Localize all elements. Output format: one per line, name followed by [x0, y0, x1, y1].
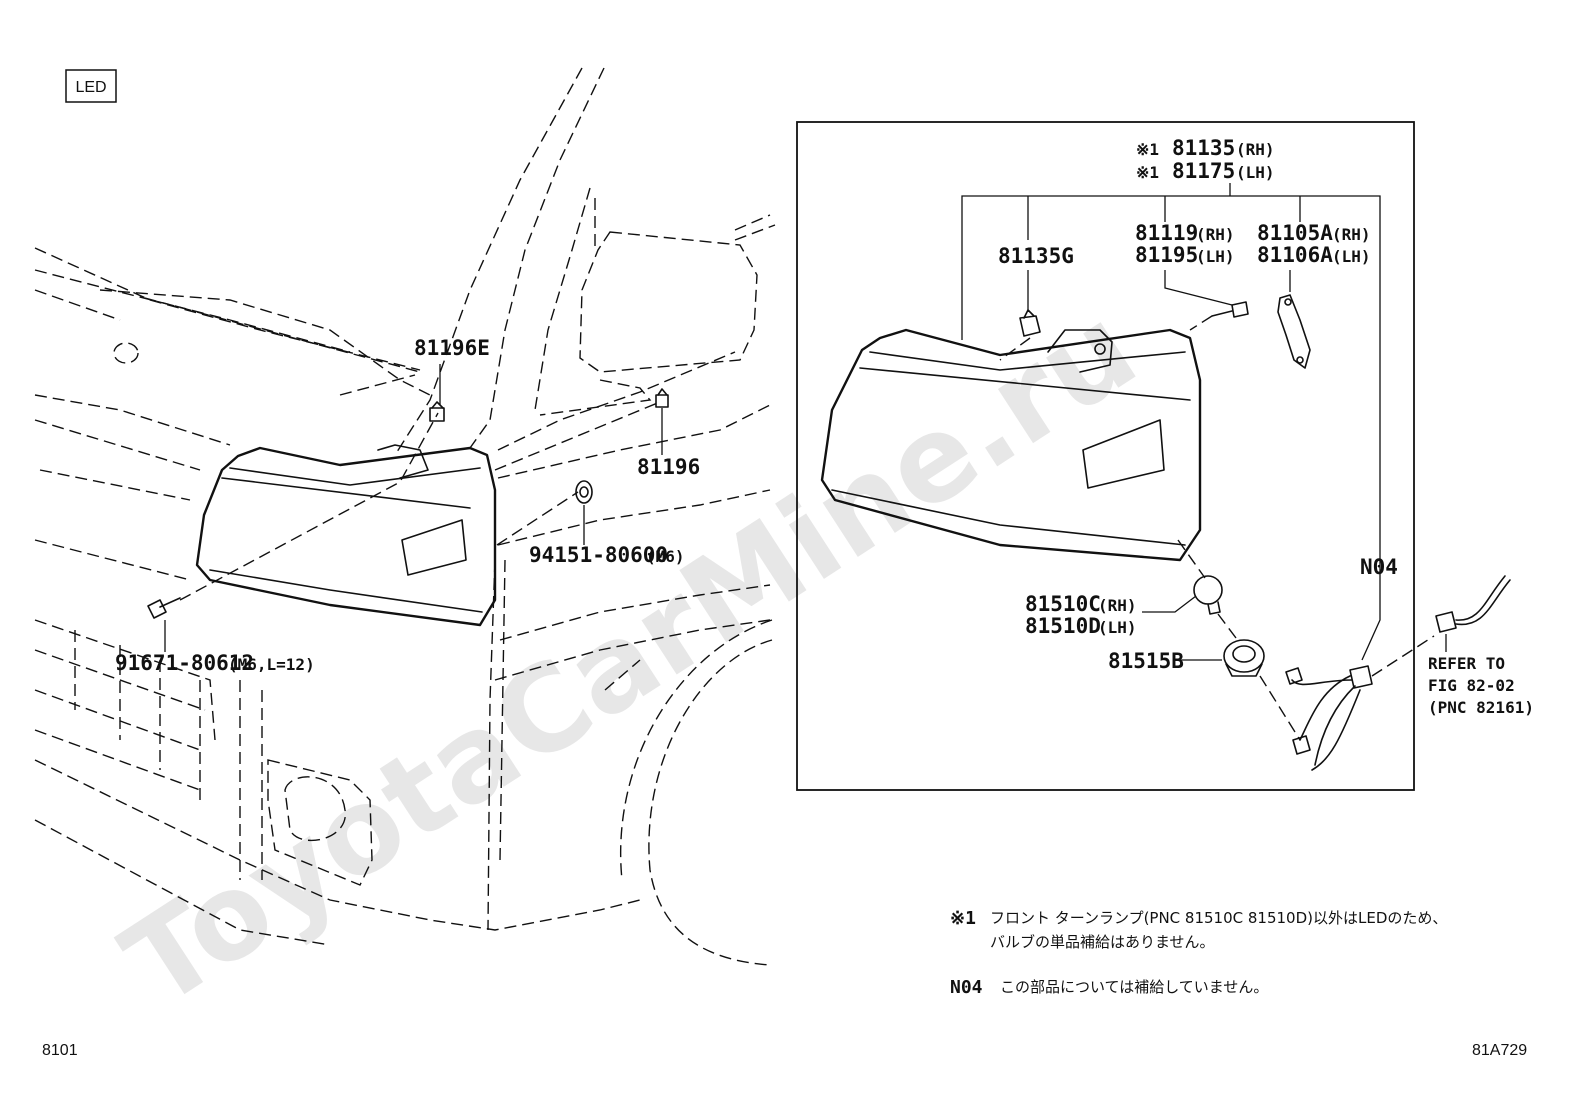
label-81105a-side: (RH): [1332, 225, 1371, 244]
front-lamp-assembly-left: [195, 444, 497, 627]
label-81106a-side: (LH): [1332, 247, 1371, 266]
guide-nut: [496, 491, 579, 546]
socket-81515b-icon: [1223, 639, 1265, 677]
guide-harness: [1259, 675, 1301, 741]
bulb-81510c-icon: [1193, 575, 1223, 615]
label-81175: 81175: [1172, 159, 1235, 183]
footer-left: 8101: [42, 1042, 78, 1059]
label-91671-size: (M6,L=12): [228, 655, 315, 674]
label-81510d-side: (LH): [1098, 618, 1137, 637]
label-81119: 81119: [1135, 221, 1198, 245]
assembly-bracket: [961, 195, 1381, 661]
label-81135: 81135: [1172, 136, 1235, 160]
leader-81510c: [1142, 595, 1197, 613]
vehicle-body-outline: [34, 67, 776, 966]
note1-mark: ※1: [950, 908, 976, 929]
wire-harness-n04-icon: [1285, 665, 1373, 771]
guide-bolt: [179, 412, 439, 601]
label-81196: 81196: [637, 455, 700, 479]
clip-81135g-icon: [1019, 309, 1041, 337]
note1-line1: フロント ターンランプ(PNC 81510C 81510D)以外はLEDのため、: [990, 909, 1447, 927]
screw-81119-icon: [1211, 301, 1249, 318]
label-81106a: 81106A: [1257, 243, 1333, 267]
clip-81196-icon: [655, 388, 669, 408]
label-81119-side: (RH): [1196, 225, 1235, 244]
label-n04: N04: [1360, 555, 1398, 579]
note1-line2: バルブの単品補給はありません。: [990, 933, 1215, 951]
inset-note-ref-rh: ※1: [1136, 140, 1159, 159]
refer-line-2: FIG 82-02: [1428, 676, 1515, 695]
label-94151-size: (M6): [646, 547, 685, 566]
front-lamp-assembly-inset: [820, 328, 1202, 562]
label-81135-side: (RH): [1236, 140, 1275, 159]
inset-frame: [796, 121, 1415, 791]
nut-icon: [575, 480, 593, 504]
footer-right: 81A729: [1472, 1042, 1527, 1059]
guide-harness-ext: [1371, 635, 1435, 677]
refer-line-1: REFER TO: [1428, 654, 1505, 673]
label-81135g: 81135G: [998, 244, 1074, 268]
note2-mark: N04: [950, 977, 983, 998]
bolt-icon: [147, 597, 181, 619]
label-81195-side: (LH): [1196, 247, 1235, 266]
bracket-81105a-icon: [1277, 294, 1311, 369]
guide-clip: [494, 401, 661, 471]
label-81195: 81195: [1135, 243, 1198, 267]
leader-81119: [1164, 270, 1233, 306]
led-badge: LED: [65, 69, 117, 103]
label-81510c: 81510C: [1025, 592, 1101, 616]
refer-line-3: (PNC 82161): [1428, 698, 1534, 717]
external-connector-icon: [1435, 575, 1511, 633]
clip-81196e-icon: [429, 401, 445, 422]
note2-text: この部品については補給していません。: [1000, 978, 1268, 996]
label-81105a: 81105A: [1257, 221, 1333, 245]
guide-81135g: [999, 337, 1031, 361]
label-81510d: 81510D: [1025, 614, 1101, 638]
label-94151: 94151-80600: [529, 543, 668, 567]
guide-socket: [1217, 613, 1237, 639]
inset-note-ref-lh: ※1: [1136, 163, 1159, 182]
label-81515b: 81515B: [1108, 649, 1184, 673]
label-81196e: 81196E: [414, 336, 490, 360]
label-81175-side: (LH): [1236, 163, 1275, 182]
label-91671: 91671-80612: [115, 651, 254, 675]
guide-81119: [1189, 315, 1213, 331]
label-81510c-side: (RH): [1098, 596, 1137, 615]
led-badge-label: LED: [75, 79, 106, 96]
guide-bulb: [1177, 539, 1206, 579]
